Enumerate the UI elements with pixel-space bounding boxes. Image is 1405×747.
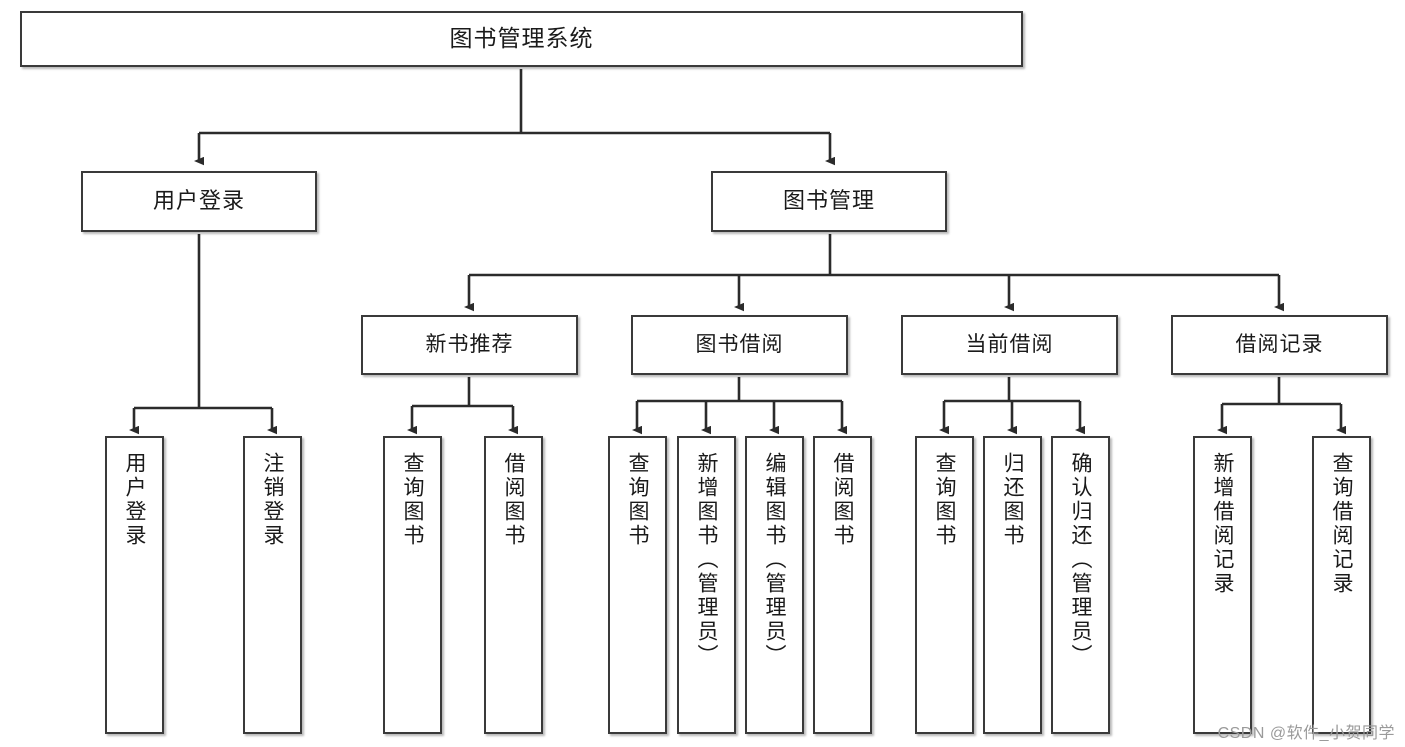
node-book-borrow-label: 图书借阅 <box>695 333 784 357</box>
leaf-label: 注销登录 <box>261 452 284 548</box>
leaf-label: 查询图书 <box>933 452 956 548</box>
leaf-user-login-logout[interactable]: 注销登录 <box>243 436 302 734</box>
node-current-borrow[interactable]: 当前借阅 <box>901 315 1118 375</box>
leaf-new-book-query[interactable]: 查询图书 <box>383 436 442 734</box>
leaf-label: 查询借阅记录 <box>1330 452 1353 596</box>
leaf-borrow-record-add[interactable]: 新增借阅记录 <box>1193 436 1252 734</box>
leaf-current-borrow-query[interactable]: 查询图书 <box>915 436 974 734</box>
node-borrow-record[interactable]: 借阅记录 <box>1171 315 1388 375</box>
leaf-label: 确认归还（管理员） <box>1069 452 1092 668</box>
watermark: CSDN @软件_小贺同学 <box>1217 725 1395 742</box>
node-user-login[interactable]: 用户登录 <box>81 171 317 232</box>
node-borrow-record-label: 借阅记录 <box>1235 333 1324 357</box>
leaf-label: 新增图书（管理员） <box>695 452 718 668</box>
leaf-book-borrow-edit[interactable]: 编辑图书（管理员） <box>745 436 804 734</box>
leaf-label: 查询图书 <box>401 452 424 548</box>
leaf-book-borrow-query[interactable]: 查询图书 <box>608 436 667 734</box>
leaf-label: 编辑图书（管理员） <box>763 452 786 668</box>
node-new-book-recommend-label: 新书推荐 <box>425 333 514 357</box>
node-book-management-label: 图书管理 <box>782 188 875 214</box>
leaf-book-borrow-borrow[interactable]: 借阅图书 <box>813 436 872 734</box>
node-root-label: 图书管理系统 <box>449 25 594 52</box>
node-book-management[interactable]: 图书管理 <box>711 171 947 232</box>
leaf-label: 归还图书 <box>1001 452 1024 548</box>
leaf-user-login-login[interactable]: 用户登录 <box>105 436 164 734</box>
leaf-new-book-borrow[interactable]: 借阅图书 <box>484 436 543 734</box>
leaf-label: 新增借阅记录 <box>1211 452 1234 596</box>
leaf-borrow-record-query[interactable]: 查询借阅记录 <box>1312 436 1371 734</box>
node-current-borrow-label: 当前借阅 <box>965 333 1054 357</box>
node-root[interactable]: 图书管理系统 <box>20 11 1023 67</box>
leaf-label: 用户登录 <box>123 452 146 548</box>
node-book-borrow[interactable]: 图书借阅 <box>631 315 848 375</box>
leaf-current-borrow-confirm-return[interactable]: 确认归还（管理员） <box>1051 436 1110 734</box>
leaf-label: 借阅图书 <box>502 452 525 548</box>
node-user-login-label: 用户登录 <box>152 188 245 214</box>
leaf-label: 借阅图书 <box>831 452 854 548</box>
leaf-label: 查询图书 <box>626 452 649 548</box>
node-new-book-recommend[interactable]: 新书推荐 <box>361 315 578 375</box>
leaf-book-borrow-add[interactable]: 新增图书（管理员） <box>677 436 736 734</box>
leaf-current-borrow-return[interactable]: 归还图书 <box>983 436 1042 734</box>
